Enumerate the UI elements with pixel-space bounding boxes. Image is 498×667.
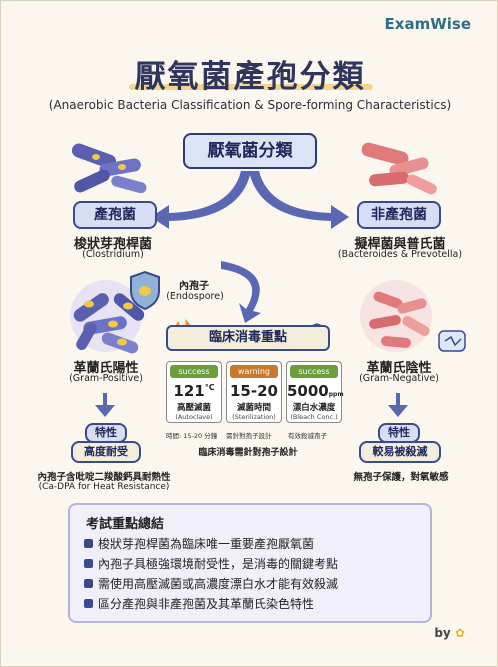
panel-title: 臨床消毒重點 xyxy=(166,325,330,351)
left-note: 內孢子含吡啶二羧酸鈣具耐熱性 xyxy=(37,472,171,483)
trait-tag-right: 特性 xyxy=(378,423,420,443)
summary-item: 需使用高壓滅菌或高濃度漂白水才能有效殺滅 xyxy=(84,575,338,592)
shield-icon xyxy=(130,270,160,311)
right-note: 無孢子保護，對氧敏感 xyxy=(353,472,449,483)
page-subtitle: (Anaerobic Bacteria Classification & Spo… xyxy=(48,98,452,112)
summary-item: 梭狀芽孢桿菌為臨床唯一重要產孢厭氧菌 xyxy=(84,535,338,552)
gram-positive-label-en: (Gram-Positive) xyxy=(69,373,143,384)
bacteroides-rods-illustration xyxy=(361,142,437,195)
bacteroides-label-en: (Bacteroides & Prevotella) xyxy=(337,249,463,260)
card-label-en: (Bleach Conc.) xyxy=(290,413,338,421)
summary-box: 考試重點總結 梭狀芽孢桿菌為臨床唯一重要產孢厭氧菌 內孢子具極強環境耐受性，是消… xyxy=(68,503,432,623)
page-title: 厭氧菌產孢分類 xyxy=(134,59,366,95)
gram-positive-label: 革蘭氏陽性 xyxy=(73,361,139,376)
panel-footer: 臨床消毒需針對孢子設計 xyxy=(198,448,298,458)
non-spore-forming-header: 非產孢菌 xyxy=(357,201,441,229)
summary-item: 區分產孢與非產孢菌及其革蘭氏染色特性 xyxy=(84,595,338,612)
note-kill: 有效殺滅孢子 xyxy=(288,432,327,440)
card-label-en: (Autoclave) xyxy=(175,413,213,421)
spore-rods-illustration xyxy=(70,280,145,354)
root-node: 厭氧菌分類 xyxy=(183,133,317,169)
card-value: 121°C xyxy=(173,382,215,400)
brand-logo: ExamWise xyxy=(384,15,471,33)
trait-value-right: 較易被殺滅 xyxy=(359,441,441,463)
summary-item: 內孢子具極強環境耐受性，是消毒的關鍵考點 xyxy=(84,555,338,572)
card-label: 滅菌時間 xyxy=(236,403,271,413)
status-badge: success xyxy=(290,365,338,378)
bullet-icon xyxy=(84,599,93,608)
clinical-disinfection-panel: 臨床消毒重點 success 121°C 高壓滅菌 (Autoclave) wa… xyxy=(156,325,344,465)
clostridium-label-en: (Clostridium) xyxy=(82,249,144,260)
bleach-card: success 5000ppm 漂白水濃度 (Bleach Conc.) xyxy=(286,361,344,423)
banana-icon: ✿ xyxy=(454,626,465,640)
autoclave-card: success 121°C 高壓滅菌 (Autoclave) xyxy=(166,361,222,423)
clostridium-label: 梭狀芽孢桿菌 xyxy=(73,237,152,252)
note-time: 時間: 15-20 分鐘 xyxy=(166,432,218,440)
gram-negative-rods-illustration xyxy=(360,280,432,352)
summary-title: 考試重點總結 xyxy=(86,517,165,532)
card-label: 高壓滅菌 xyxy=(176,403,211,413)
status-badge: success xyxy=(170,365,218,378)
left-note-en: (Ca-DPA for Heat Resistance) xyxy=(38,482,170,492)
card-value: 15-20 xyxy=(230,382,278,400)
summary-list: 梭狀芽孢桿菌為臨床唯一重要產孢厭氧菌 內孢子具極強環境耐受性，是消毒的關鍵考點 … xyxy=(84,535,338,615)
status-badge: warning xyxy=(230,365,278,378)
card-label-en: (Sterilization) xyxy=(232,413,276,421)
bacteroides-label: 擬桿菌與普氏菌 xyxy=(354,237,446,252)
clostridium-rods-illustration xyxy=(71,143,147,194)
branch-arrows xyxy=(95,171,408,417)
gram-negative-label-en: (Gram-Negative) xyxy=(359,373,439,384)
endospore-label-en: (Endospore) xyxy=(166,291,224,302)
bullet-icon xyxy=(84,559,93,568)
endospore-label: 內孢子 xyxy=(179,281,209,292)
bullet-icon xyxy=(84,539,93,548)
gram-negative-label: 革蘭氏陰性 xyxy=(366,361,432,376)
title-underline xyxy=(129,84,373,90)
bullet-icon xyxy=(84,579,93,588)
cell-rupture-icon xyxy=(438,330,466,352)
spore-forming-header: 產孢菌 xyxy=(73,201,157,229)
card-value: 5000ppm xyxy=(287,382,344,400)
trait-value-left: 高度耐受 xyxy=(71,441,141,463)
trait-tag-left: 特性 xyxy=(85,423,127,443)
sterilization-card: warning 15-20 滅菌時間 (Sterilization) xyxy=(226,361,282,423)
byline: by ✿ xyxy=(434,626,465,640)
card-label: 漂白水濃度 xyxy=(292,403,336,413)
note-spore: 需針對孢子設計 xyxy=(226,432,272,440)
